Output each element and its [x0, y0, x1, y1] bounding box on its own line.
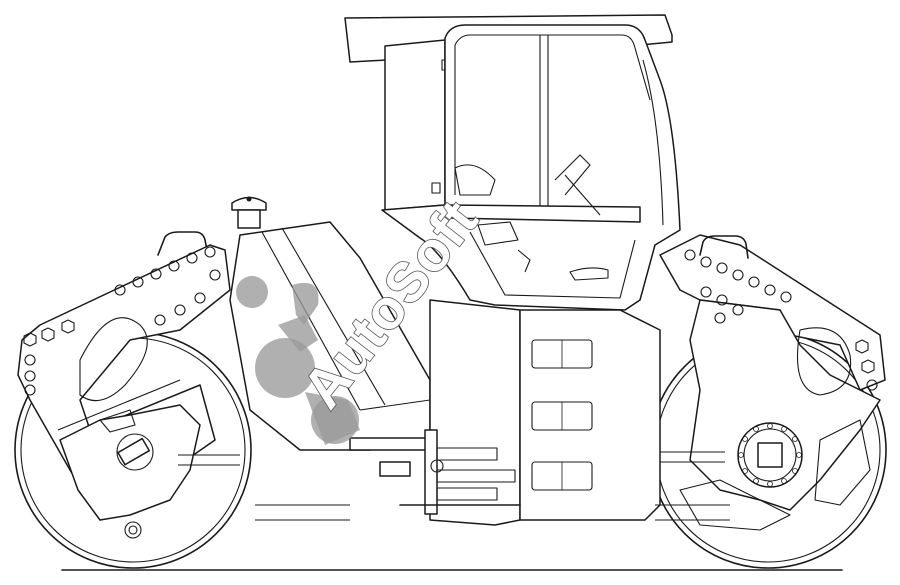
- right-hub-bolt-ring: [738, 423, 802, 487]
- left-drum-frame: [17, 244, 240, 521]
- cab: [344, 14, 681, 311]
- watermark-logo: [236, 276, 360, 445]
- left-frame-bolt-holes: [23, 246, 221, 396]
- right-drum-frame: [659, 234, 886, 531]
- right-frame-bolt-holes: [684, 249, 878, 391]
